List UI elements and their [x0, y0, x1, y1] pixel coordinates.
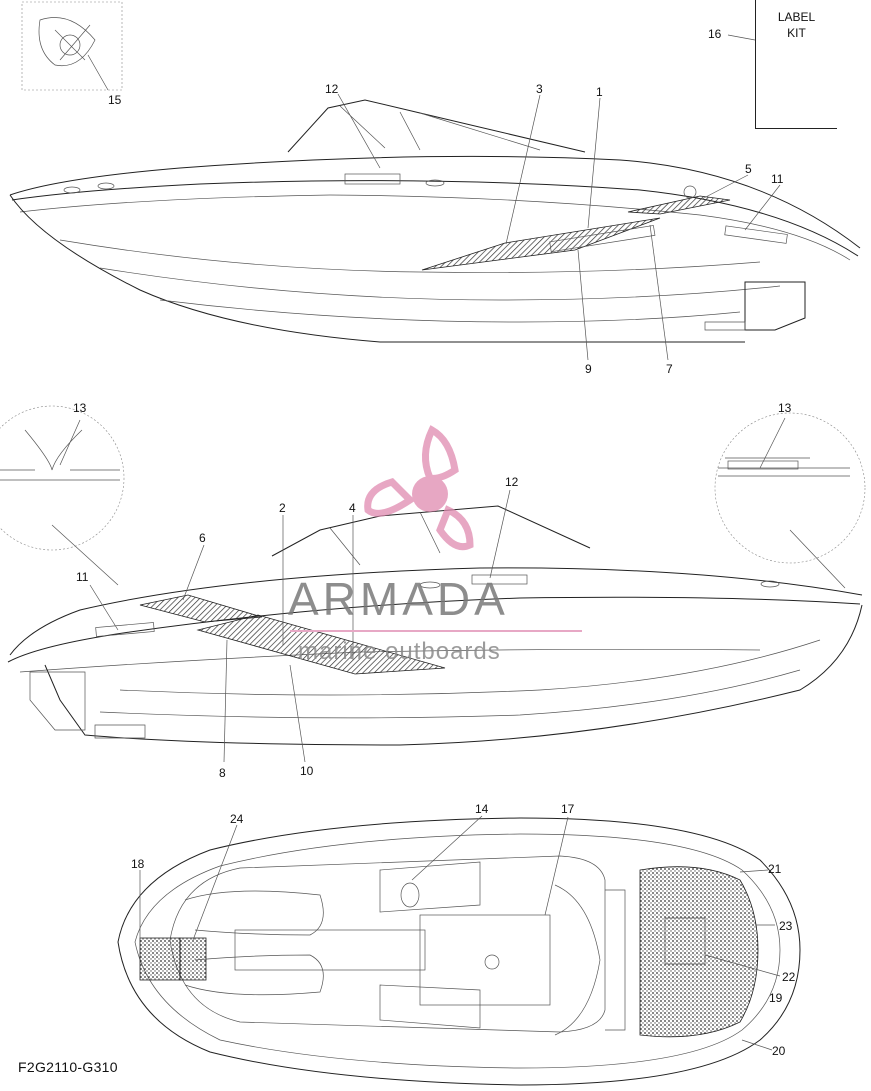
callout-5: 5 — [745, 162, 752, 176]
callout-22: 22 — [782, 970, 796, 984]
leader-lines — [59, 34, 786, 1051]
propeller-logo-icon — [364, 425, 474, 551]
callout-15: 15 — [108, 93, 122, 107]
callout-20: 20 — [772, 1044, 786, 1058]
top-down-deck-view — [117, 817, 801, 1086]
callout-7: 7 — [666, 362, 673, 376]
callout-6: 6 — [199, 531, 206, 545]
callout-13-left: 13 — [73, 401, 87, 415]
watermark-underline — [290, 630, 582, 632]
callout-4: 4 — [349, 501, 356, 515]
port-side-view — [0, 405, 866, 746]
callout-19: 19 — [769, 991, 783, 1005]
starboard-side-view — [9, 99, 861, 343]
label-kit-text: LABEL KIT — [777, 10, 816, 40]
callout-2: 2 — [279, 501, 286, 515]
diagram-code: F2G2110-G310 — [18, 1059, 118, 1075]
callout-13-right: 13 — [778, 401, 792, 415]
label-kit-box: LABEL KIT — [755, 0, 837, 129]
callout-11-top: 11 — [771, 172, 784, 186]
inset-15-sketch — [21, 1, 123, 91]
callout-9: 9 — [585, 362, 592, 376]
callout-18: 18 — [131, 857, 145, 871]
watermark-subtitle: marine outboards — [298, 638, 501, 665]
callout-labels: 15 16 12 3 1 5 11 9 7 13 13 12 2 4 6 11 … — [73, 27, 796, 1058]
callout-24: 24 — [230, 812, 244, 826]
callout-16: 16 — [708, 27, 722, 41]
callout-10: 10 — [300, 764, 314, 778]
callout-23: 23 — [779, 919, 793, 933]
callout-14: 14 — [475, 802, 489, 816]
callout-12-mid: 12 — [505, 475, 519, 489]
callout-3: 3 — [536, 82, 543, 96]
callout-12-top: 12 — [325, 82, 339, 96]
callout-1: 1 — [596, 85, 603, 99]
watermark-brand: ARMADA — [288, 573, 509, 625]
callout-21: 21 — [768, 862, 782, 876]
callout-8: 8 — [219, 766, 226, 780]
callout-17: 17 — [561, 802, 575, 816]
callout-11-mid: 11 — [76, 570, 89, 584]
